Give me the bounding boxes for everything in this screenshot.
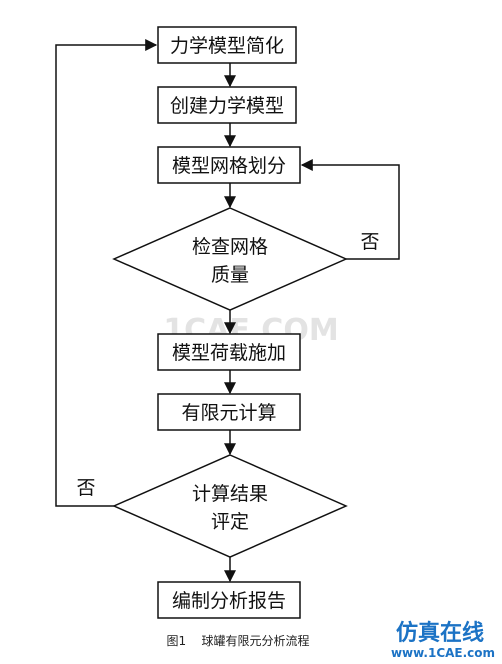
step-report-label: 编制分析报告 [172, 590, 286, 612]
loop-result-no-label: 否 [76, 477, 95, 499]
decision-eval-line1: 计算结果 [192, 483, 268, 505]
decision-check-mesh: 检查网格 质量 [112, 207, 348, 311]
loop-eval-to-simplify [55, 39, 158, 507]
loop-check-to-mesh [300, 159, 400, 260]
step-simplify-label: 力学模型简化 [170, 35, 284, 57]
brand-watermark: 仿真在线 [396, 620, 484, 646]
decision-eval-line2: 评定 [211, 511, 249, 533]
step-create-model: 创建力学模型 [157, 86, 297, 124]
step-create-label: 创建力学模型 [170, 95, 284, 117]
step-fe-compute: 有限元计算 [157, 393, 301, 431]
step-simplify-model: 力学模型简化 [157, 26, 297, 64]
step-load-label: 模型荷载施加 [172, 342, 286, 364]
figure-caption: 图1 球罐有限元分析流程 [167, 633, 310, 648]
decision-check-line1: 检查网格 [192, 236, 268, 258]
step-mesh-model: 模型网格划分 [157, 146, 301, 184]
step-write-report: 编制分析报告 [157, 581, 301, 619]
step-apply-load: 模型荷载施加 [157, 333, 301, 371]
decision-evaluate-result: 计算结果 评定 [112, 454, 348, 558]
step-compute-label: 有限元计算 [181, 402, 276, 424]
step-mesh-label: 模型网格划分 [172, 155, 286, 177]
brand-url: www.1CAE.com [391, 646, 495, 660]
decision-check-line2: 质量 [211, 264, 249, 286]
loop-mesh-no-label: 否 [360, 231, 379, 253]
